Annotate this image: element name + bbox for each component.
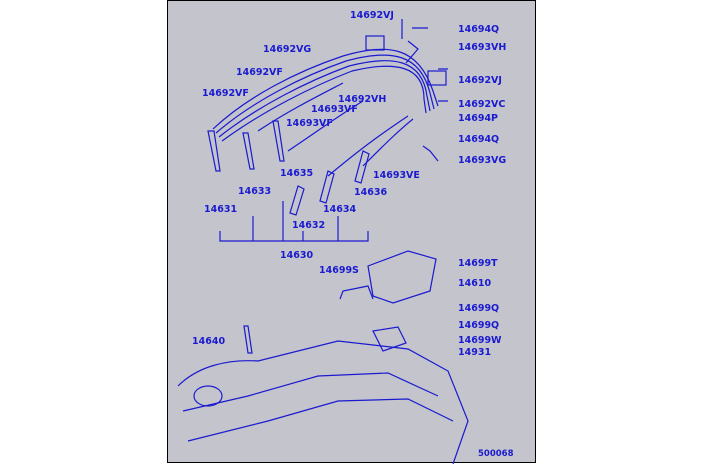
- plug-boot-14636: [354, 150, 370, 184]
- diagram-code: 500068: [478, 449, 514, 459]
- label-14699Q-b: 14699Q: [458, 320, 500, 331]
- ignition-wire-3: [218, 60, 431, 138]
- ignition-wire-2: [215, 54, 435, 134]
- label-14693VF-b: 14693VF: [286, 118, 333, 129]
- leader-14630: [219, 231, 369, 242]
- ignition-wire-4: [221, 65, 427, 142]
- label-14931: 14931: [458, 347, 492, 358]
- ignition-wire-5: [257, 82, 344, 132]
- leader-top-right: [401, 19, 448, 102]
- ignition-wire-1: [212, 48, 439, 130]
- plug-boot-14633: [242, 132, 255, 170]
- label-14692VF-b: 14692VF: [202, 88, 249, 99]
- label-14694P: 14694P: [458, 113, 499, 124]
- plug-boot-14634: [319, 170, 335, 204]
- label-14692VH: 14692VH: [338, 94, 387, 105]
- engine-block-outline: [177, 340, 469, 464]
- ignition-wire-7: [327, 115, 409, 177]
- spark-plug-14640: [243, 325, 253, 354]
- parts-diagram: 14692VJ 14694Q 14693VH 14692VG 14692VF 1…: [167, 0, 536, 464]
- coil-bracket: [339, 285, 374, 300]
- plug-boot-14631: [207, 130, 221, 172]
- label-14692VF-a: 14692VF: [236, 67, 283, 78]
- label-14693VF-a: 14693VF: [311, 104, 358, 115]
- label-14694Q-b: 14694Q: [458, 134, 500, 145]
- label-14693VE: 14693VE: [373, 170, 420, 181]
- label-14636: 14636: [354, 187, 388, 198]
- label-14694Q-a: 14694Q: [458, 24, 500, 35]
- label-14633: 14633: [238, 186, 272, 197]
- engine-lower: [187, 398, 454, 442]
- sensor-14931: [372, 326, 407, 352]
- ignition-wire-8: [362, 118, 414, 167]
- label-14640: 14640: [192, 336, 226, 347]
- label-14635: 14635: [280, 168, 314, 179]
- engine-pulley: [193, 385, 223, 407]
- clamp-14692VJ-a: [365, 35, 385, 51]
- clamp-14692VJ-b: [427, 70, 447, 86]
- label-14692VJ-b: 14692VJ: [458, 75, 502, 86]
- ignition-coil-14610: [367, 250, 437, 304]
- label-14692VC: 14692VC: [458, 99, 506, 110]
- diagram-drawing: [177, 19, 469, 464]
- label-14699Q-a: 14699Q: [458, 303, 500, 314]
- label-14630: 14630: [280, 250, 314, 261]
- plug-boot-14632: [289, 185, 305, 216]
- label-14693VG: 14693VG: [458, 155, 507, 166]
- label-14631: 14631: [204, 204, 238, 215]
- label-14634: 14634: [323, 204, 357, 215]
- label-14610: 14610: [458, 278, 492, 289]
- bracket-14693VG: [422, 145, 439, 162]
- engine-cylinder-head: [182, 372, 439, 412]
- label-14692VJ-a: 14692VJ: [350, 10, 394, 21]
- label-14699S: 14699S: [319, 265, 359, 276]
- label-14632: 14632: [292, 220, 326, 231]
- label-14699T: 14699T: [458, 258, 498, 269]
- ignition-wire-6: [287, 100, 364, 152]
- label-14692VG: 14692VG: [263, 44, 312, 55]
- leader-branches: [252, 201, 339, 241]
- plug-boot-14635: [272, 120, 285, 162]
- label-14699W: 14699W: [458, 335, 502, 346]
- label-14693VH: 14693VH: [458, 42, 507, 53]
- bracket-14693VH: [405, 40, 419, 64]
